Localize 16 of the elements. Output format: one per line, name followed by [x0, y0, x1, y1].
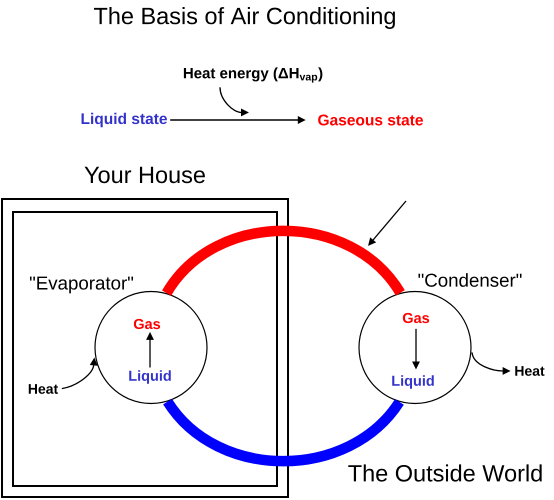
phase-label: Liquid — [392, 375, 434, 389]
state-label: Gaseous state — [318, 114, 423, 126]
heat-label: Heat — [28, 384, 58, 394]
phase-label: Liquid — [129, 370, 171, 384]
pipe — [163, 398, 404, 466]
component-label: "Evaporator" — [30, 276, 134, 294]
pipe — [162, 226, 405, 296]
house-label: Your House — [84, 166, 205, 184]
phase-label: Gas — [402, 312, 430, 324]
phase-label: Gas — [134, 318, 160, 330]
region-label: The Outside World — [348, 464, 542, 482]
component-label: "Condenser" — [418, 273, 522, 287]
energy-label: Heat energy (ΔH$_{vap}$) — [184, 67, 322, 83]
heat-label: Heat — [515, 366, 544, 376]
state-label: Liquid state — [82, 112, 167, 128]
title: The Basis of Air Conditioning — [94, 7, 395, 29]
